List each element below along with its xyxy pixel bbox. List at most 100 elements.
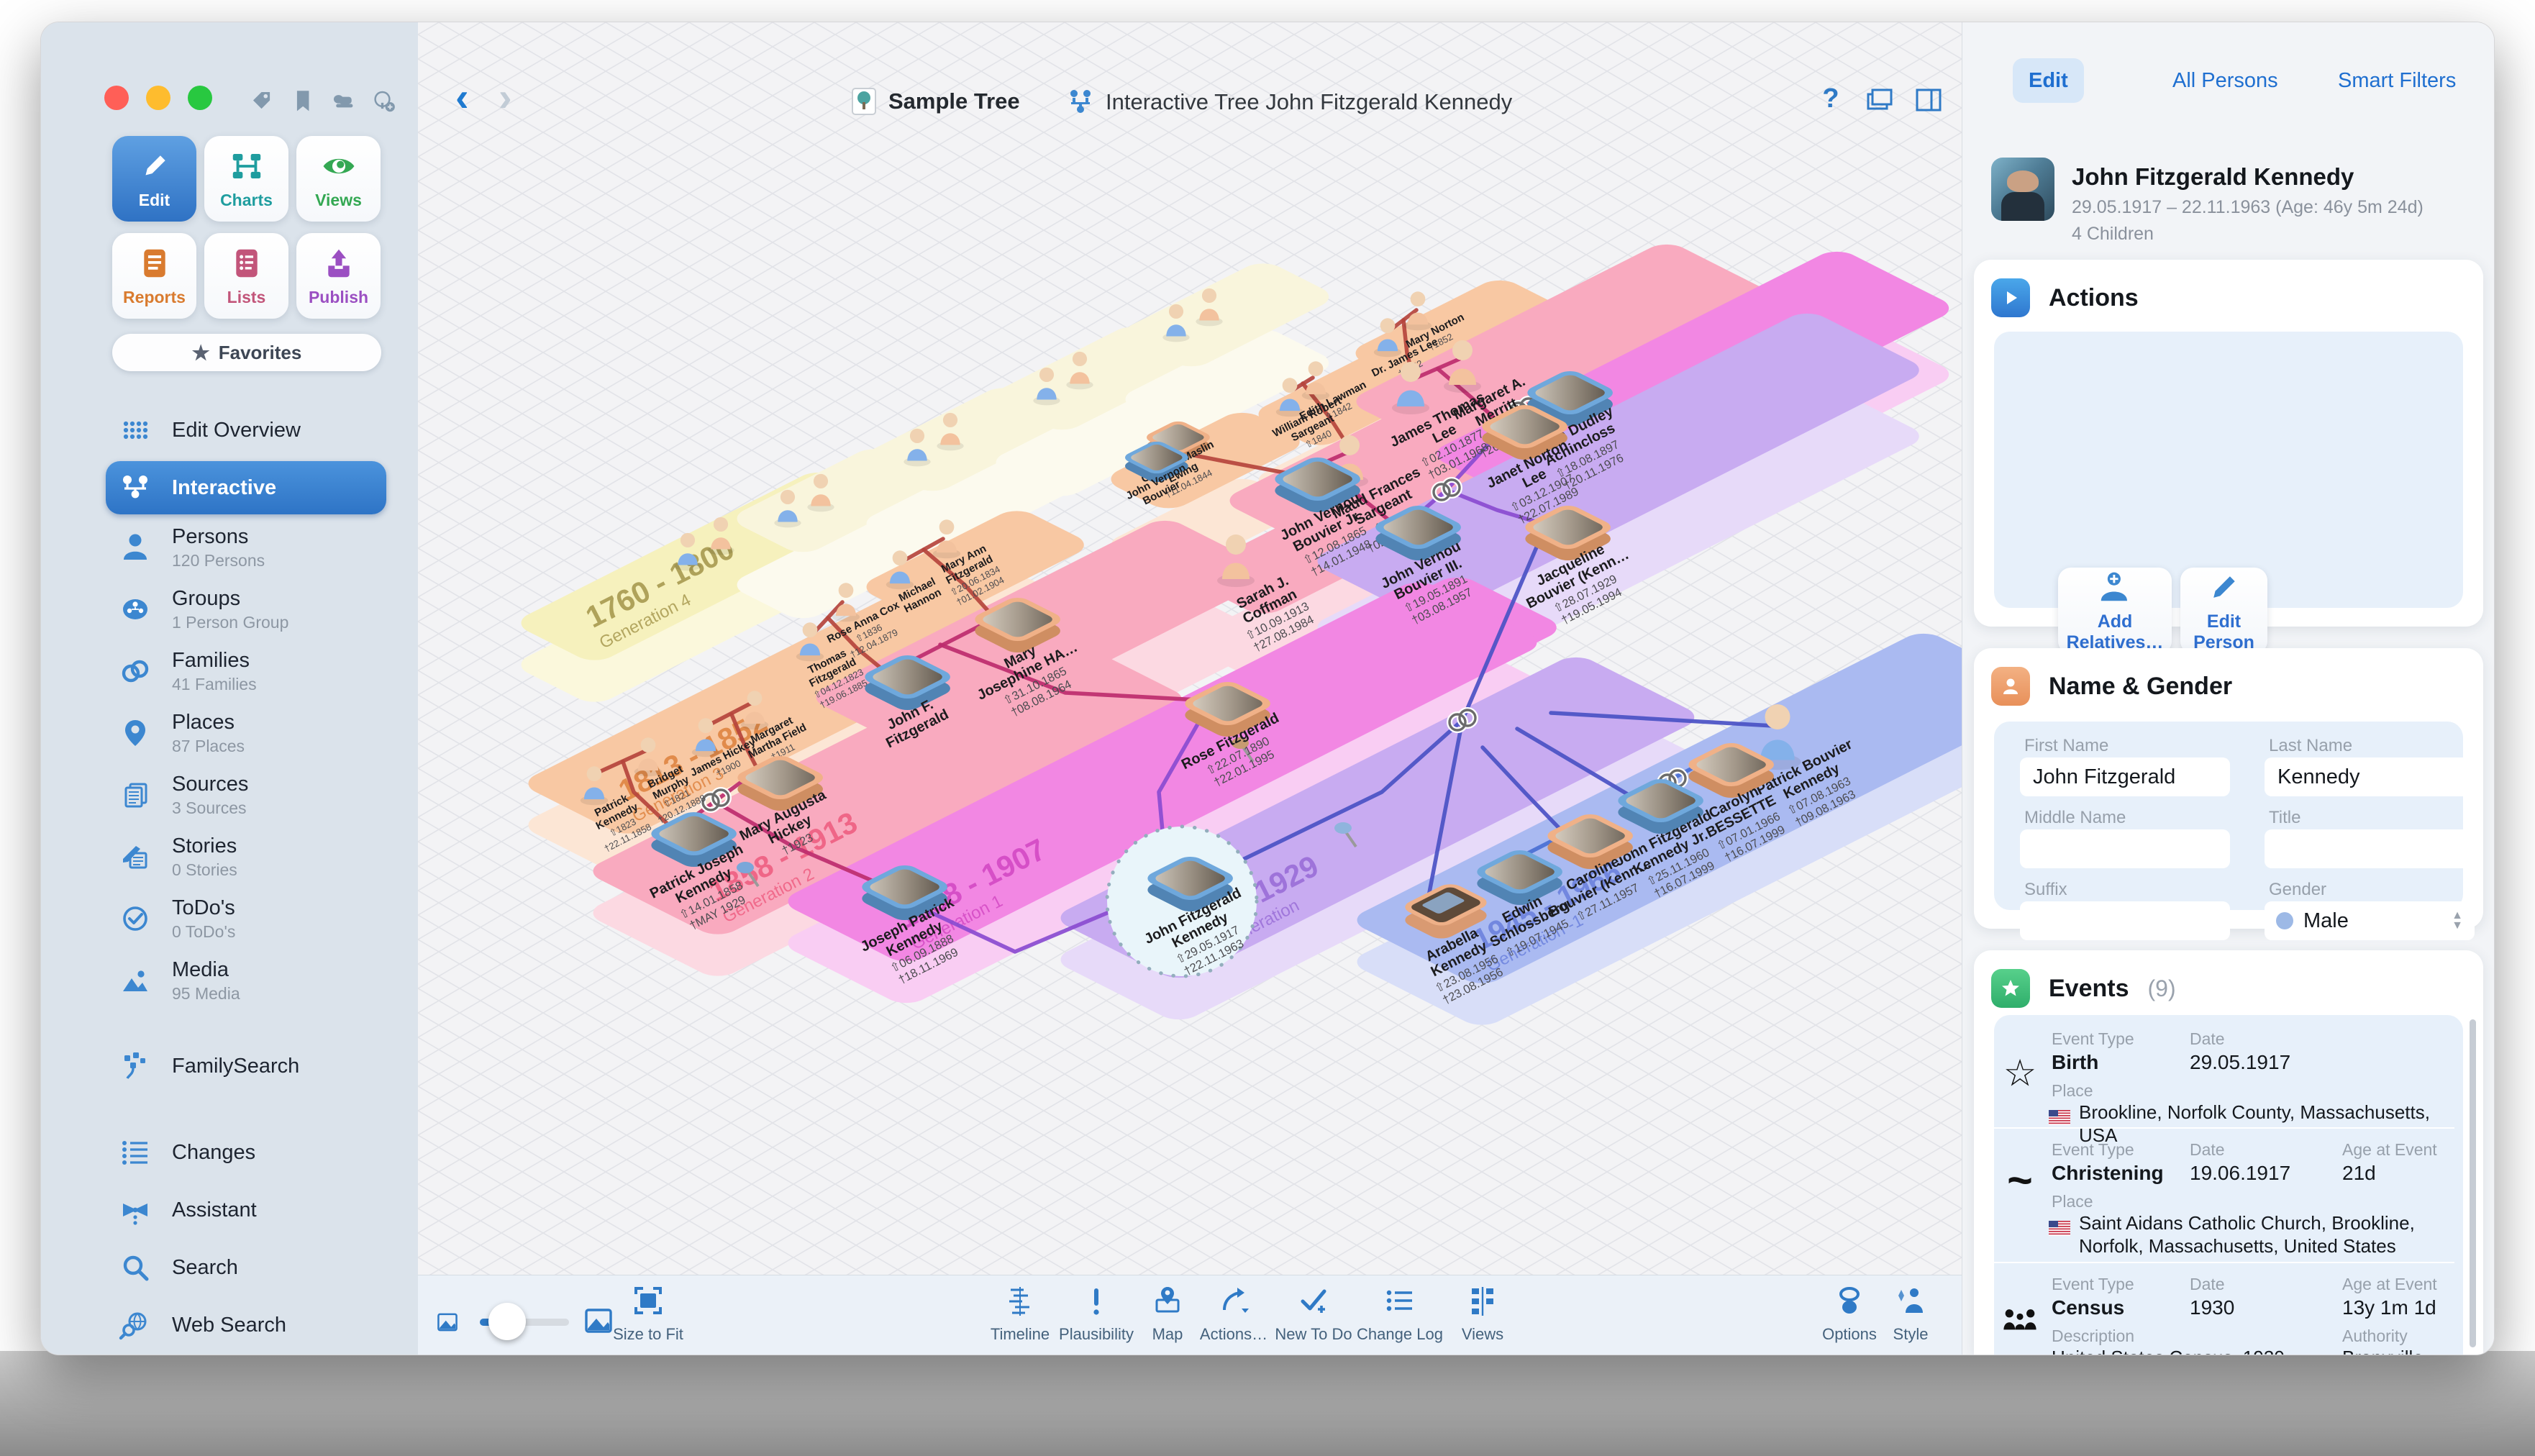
sidebar-item-label: Stories bbox=[172, 834, 237, 857]
toolbar-change-log-button[interactable]: Change Log bbox=[1335, 1284, 1465, 1344]
sidebar-item-media[interactable]: Media 95 Media bbox=[106, 952, 386, 1009]
viewscols-icon bbox=[1472, 1287, 1493, 1316]
toolbar-timeline-button[interactable]: Timeline bbox=[955, 1284, 1085, 1344]
sidebar-item-places[interactable]: Places 87 Places bbox=[106, 704, 386, 762]
pencilblue-icon bbox=[2213, 576, 2235, 598]
sidebar-item-edit-overview[interactable]: Edit Overview bbox=[106, 404, 386, 457]
name-gender-container bbox=[1994, 722, 2463, 910]
person-node-patrick-bouvier-kennedy[interactable]: Patrick BouvierKennedy⇧07.08.1963†09.08.… bbox=[1754, 704, 1875, 838]
interactive-tree-canvas[interactable]: 1760 - 1800 Generation 4 1813 - 1852 Gen… bbox=[418, 130, 1962, 1275]
windows-icon[interactable] bbox=[1864, 84, 1895, 116]
document-title-group[interactable]: Sample Tree bbox=[850, 87, 1020, 116]
bookmark-icon[interactable] bbox=[290, 88, 317, 116]
sidebar-item-groups[interactable]: Groups 1 Person Group bbox=[106, 581, 386, 638]
zoom-slider-knob[interactable] bbox=[488, 1303, 526, 1340]
module-publish[interactable]: Publish bbox=[296, 233, 381, 319]
sidebar-item-changes[interactable]: Changes bbox=[106, 1126, 386, 1179]
title-field[interactable] bbox=[2265, 829, 2475, 868]
events-scrollbar[interactable] bbox=[2470, 1019, 2476, 1347]
tab-smart-filters[interactable]: Smart Filters bbox=[2338, 68, 2457, 92]
sidebar-item-web-search[interactable]: Web Search bbox=[106, 1298, 386, 1352]
module-edit[interactable]: Edit bbox=[112, 136, 196, 222]
size-to-fit-label: Size to Fit bbox=[613, 1325, 683, 1343]
sidebar-item-todo-s[interactable]: ToDo's 0 ToDo's bbox=[106, 890, 386, 947]
sidebar-item-familysearch[interactable]: FamilySearch bbox=[106, 1039, 386, 1093]
sidebar-item-label: Sources bbox=[172, 772, 249, 796]
platform-pedestal-4[interactable] bbox=[1116, 259, 1339, 438]
person-node-john-f-fitzgerald[interactable]: John F.Fitzgerald bbox=[859, 652, 956, 752]
tab-all-persons[interactable]: All Persons bbox=[2172, 68, 2278, 92]
gender-selector[interactable]: Male ▲▼ bbox=[2265, 901, 2475, 940]
toolbar-options-button[interactable]: Options bbox=[1785, 1284, 1914, 1344]
back-button[interactable]: ‹ bbox=[455, 74, 469, 119]
print-icon[interactable] bbox=[330, 88, 358, 116]
help-icon[interactable]: ? bbox=[1815, 84, 1847, 116]
tab-edit[interactable]: Edit bbox=[2013, 58, 2084, 103]
close-button[interactable] bbox=[104, 86, 129, 110]
last-name-field[interactable] bbox=[2265, 757, 2475, 796]
module-reports[interactable]: Reports bbox=[112, 233, 196, 319]
title-label: Title bbox=[2269, 808, 2301, 827]
toolbar-actions--button[interactable]: Actions… bbox=[1169, 1284, 1298, 1344]
first-name-field[interactable] bbox=[2020, 757, 2230, 796]
stepper-icon[interactable]: ▲▼ bbox=[2452, 909, 2463, 932]
forward-button[interactable]: › bbox=[499, 74, 512, 119]
sidebar-item-label: Families bbox=[172, 648, 250, 672]
module-lists[interactable]: Lists bbox=[204, 233, 288, 319]
split-panel-icon[interactable] bbox=[1913, 84, 1944, 116]
platform-pedestal-2[interactable] bbox=[857, 383, 1080, 563]
minimize-button[interactable] bbox=[146, 86, 170, 110]
add-tree-icon bbox=[374, 91, 395, 112]
tag-icon[interactable] bbox=[250, 88, 277, 116]
sidebar-item-stories[interactable]: Stories 0 Stories bbox=[106, 828, 386, 886]
platform-pedestal-3[interactable] bbox=[986, 322, 1209, 501]
person-node-joseph-patrick-kennedy[interactable]: Joseph PatrickKennedy⇧06.09.1888†18.11.1… bbox=[856, 863, 978, 996]
zoom-out-thumbnail-icon bbox=[435, 1310, 460, 1334]
sidebar-item-persons[interactable]: Persons 120 Persons bbox=[106, 519, 386, 576]
toolbar-map-button[interactable]: Map bbox=[1103, 1284, 1232, 1344]
suffix-field[interactable] bbox=[2020, 901, 2230, 940]
size-to-fit-button[interactable]: Size to Fit bbox=[583, 1284, 713, 1344]
tag-icon bbox=[252, 91, 270, 109]
person-node-rose-fitzgerald[interactable]: Rose Fitzgerald⇧22.07.1890†22.01.1995 bbox=[1179, 679, 1295, 799]
avatar[interactable] bbox=[1991, 158, 2054, 221]
toolbar-style-button[interactable]: Style bbox=[1846, 1284, 1975, 1344]
toolbar-views-button[interactable]: Views bbox=[1418, 1284, 1547, 1344]
sidebar-item-assistant[interactable]: Assistant bbox=[106, 1183, 386, 1237]
toolbar-plausibility-button[interactable]: Plausibility bbox=[1032, 1284, 1161, 1344]
map-icon bbox=[1155, 1287, 1180, 1313]
toolbar-new-to-do-button[interactable]: New To Do bbox=[1249, 1284, 1378, 1344]
first-name-label: First Name bbox=[2024, 736, 2109, 755]
relationship-line bbox=[921, 547, 993, 616]
app-window: Edit Charts Views Reports Lists Publish … bbox=[40, 22, 2495, 1355]
sidebar-item-sources[interactable]: Sources 3 Sources bbox=[106, 766, 386, 824]
websearch-icon bbox=[119, 1312, 147, 1340]
family-event-icon bbox=[2003, 1309, 2036, 1330]
sidebar-item-search[interactable]: Search bbox=[106, 1241, 386, 1294]
zoom-button[interactable] bbox=[188, 86, 212, 110]
action-edit-person-button[interactable]: Edit Person bbox=[2180, 568, 2267, 654]
module-label: Edit bbox=[138, 191, 170, 209]
sidebar-item-families[interactable]: Families 41 Families bbox=[106, 642, 386, 700]
middle-name-field[interactable] bbox=[2020, 829, 2230, 868]
favorites-button[interactable]: ★ Favorites bbox=[112, 334, 381, 371]
platform-pedestal-1[interactable] bbox=[727, 445, 950, 624]
action-add-relatives-button[interactable]: Add Relatives… bbox=[2058, 568, 2172, 654]
module-views[interactable]: Views bbox=[296, 136, 381, 222]
add-tree-icon[interactable] bbox=[370, 88, 398, 116]
style-icon bbox=[1898, 1288, 1923, 1313]
sidebar-item-interactive[interactable]: Interactive bbox=[106, 461, 386, 514]
module-charts[interactable]: Charts bbox=[204, 136, 288, 222]
relationship-line bbox=[1444, 488, 1542, 525]
events-card: Events (9) ☆ Event Type Birth Date 29.05… bbox=[1974, 950, 2483, 1355]
sidebar-item-label: Edit Overview bbox=[172, 418, 301, 442]
